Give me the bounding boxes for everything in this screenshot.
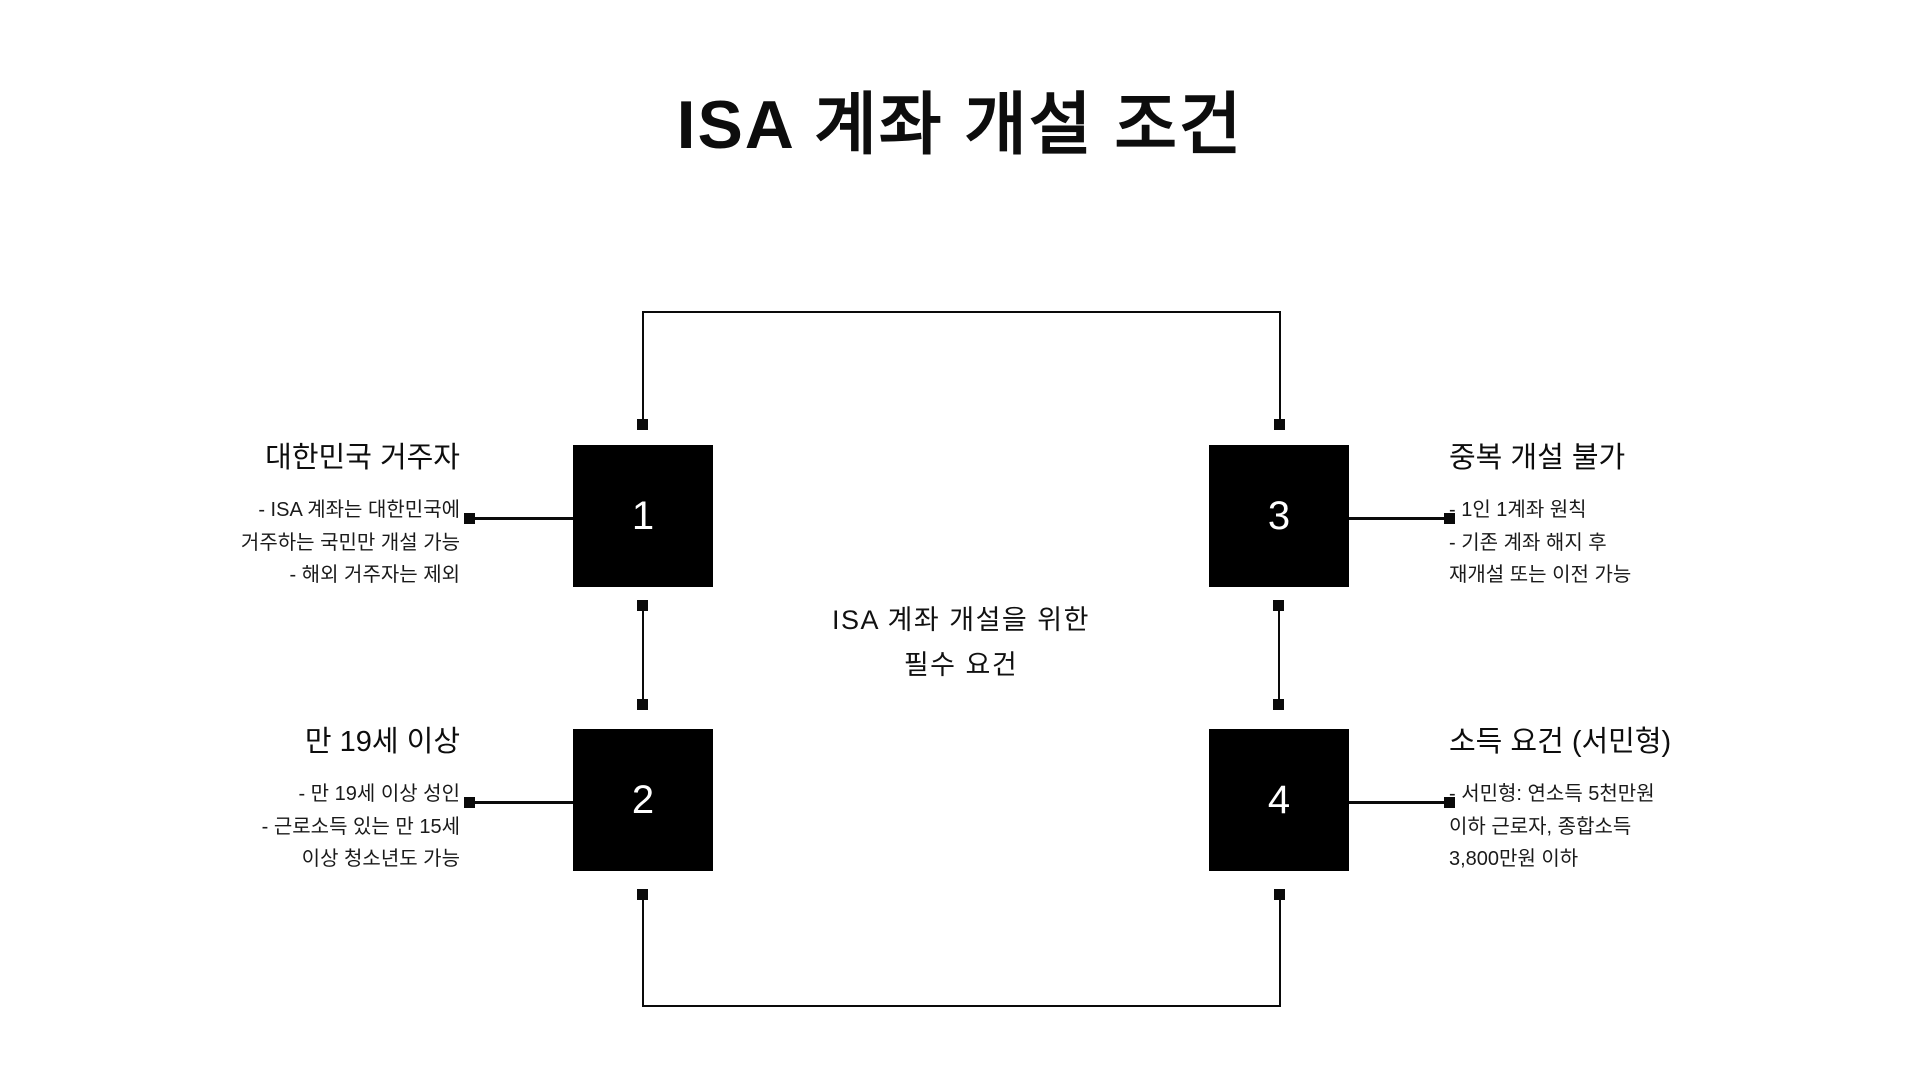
node-text-block-2: 만 19세 이상 - 만 19세 이상 성인 - 근로소득 있는 만 15세 이… xyxy=(140,724,460,875)
node-number-1: 1 xyxy=(631,494,655,538)
connector-top-bracket-right-endcap xyxy=(1274,419,1285,430)
node-number-4: 4 xyxy=(1267,778,1291,822)
leader-line-node-2 xyxy=(470,801,573,804)
node-text-block-4: 소득 요건 (서민형) - 서민형: 연소득 5천만원 이하 근로자, 종합소득… xyxy=(1449,724,1769,875)
connector-bottom-bracket-left-leg xyxy=(642,893,644,1007)
leader-endcap-node-2 xyxy=(464,797,475,808)
node-text-block-3: 중복 개설 불가 - 1인 1계좌 원칙 - 기존 계좌 해지 후 재개설 또는… xyxy=(1449,440,1769,591)
node-line-2-2: - 근로소득 있는 만 15세 xyxy=(261,815,460,838)
node-box-2[interactable]: 2 xyxy=(573,729,713,871)
node-line-3-3: 재개설 또는 이전 가능 xyxy=(1449,564,1632,587)
center-caption-line-1: ISA 계좌 개설을 위한 xyxy=(832,605,1090,635)
node-line-4-2: 이하 근로자, 종합소득 xyxy=(1449,815,1632,838)
center-caption-line-2: 필수 요건 xyxy=(903,649,1019,680)
node-number-3: 3 xyxy=(1267,494,1291,538)
node-line-2-3: 이상 청소년도 가능 xyxy=(301,848,460,871)
connector-bottom-bracket-left-endcap xyxy=(637,889,648,900)
node-box-3[interactable]: 3 xyxy=(1209,445,1349,587)
connector-left-vertical-top-endcap xyxy=(637,600,648,611)
connector-top-bracket-right-leg xyxy=(1279,311,1281,425)
connector-top-bracket-left-leg xyxy=(642,311,644,425)
node-line-1-2: 거주하는 국민만 개설 가능 xyxy=(240,531,460,554)
node-line-3-1: - 1인 1계좌 원칙 xyxy=(1449,499,1587,522)
connector-left-vertical-bottom-endcap xyxy=(637,699,648,710)
node-line-2-1: - 만 19세 이상 성인 xyxy=(298,783,460,806)
center-caption: ISA 계좌 개설을 위한 필수 요건 xyxy=(713,598,1209,687)
leader-endcap-node-3 xyxy=(1444,513,1455,524)
node-text-block-1: 대한민국 거주자 - ISA 계좌는 대한민국에 거주하는 국민만 개설 가능 … xyxy=(140,440,460,591)
node-number-2: 2 xyxy=(631,778,655,822)
leader-endcap-node-4 xyxy=(1444,797,1455,808)
node-box-4[interactable]: 4 xyxy=(1209,729,1349,871)
node-line-1-3: - 해외 거주자는 제외 xyxy=(289,564,460,587)
leader-line-node-4 xyxy=(1349,801,1452,804)
connector-left-vertical xyxy=(642,605,644,705)
page-title: ISA 계좌 개설 조건 xyxy=(676,87,1244,163)
node-heading-1: 대한민국 거주자 xyxy=(265,442,460,474)
leader-line-node-3 xyxy=(1349,517,1452,520)
node-line-4-1: - 서민형: 연소득 5천만원 xyxy=(1449,783,1655,806)
connector-right-vertical-bottom-endcap xyxy=(1273,699,1284,710)
connector-right-vertical xyxy=(1278,605,1280,705)
connector-bottom-bracket-right-leg xyxy=(1279,893,1281,1007)
connector-bottom-bracket-right-endcap xyxy=(1274,889,1285,900)
node-heading-3: 중복 개설 불가 xyxy=(1449,442,1626,474)
leader-line-node-1 xyxy=(470,517,573,520)
node-box-1[interactable]: 1 xyxy=(573,445,713,587)
node-heading-4: 소득 요건 (서민형) xyxy=(1449,726,1672,758)
connector-bottom-bracket-horizontal xyxy=(642,1005,1281,1007)
node-line-4-3: 3,800만원 이하 xyxy=(1449,848,1579,871)
node-line-1-1: - ISA 계좌는 대한민국에 xyxy=(258,499,460,522)
connector-top-bracket-horizontal xyxy=(642,311,1281,313)
leader-endcap-node-1 xyxy=(464,513,475,524)
node-heading-2: 만 19세 이상 xyxy=(304,726,460,758)
connector-right-vertical-top-endcap xyxy=(1273,600,1284,611)
connector-top-bracket-left-endcap xyxy=(637,419,648,430)
node-line-3-2: - 기존 계좌 해지 후 xyxy=(1449,531,1607,554)
